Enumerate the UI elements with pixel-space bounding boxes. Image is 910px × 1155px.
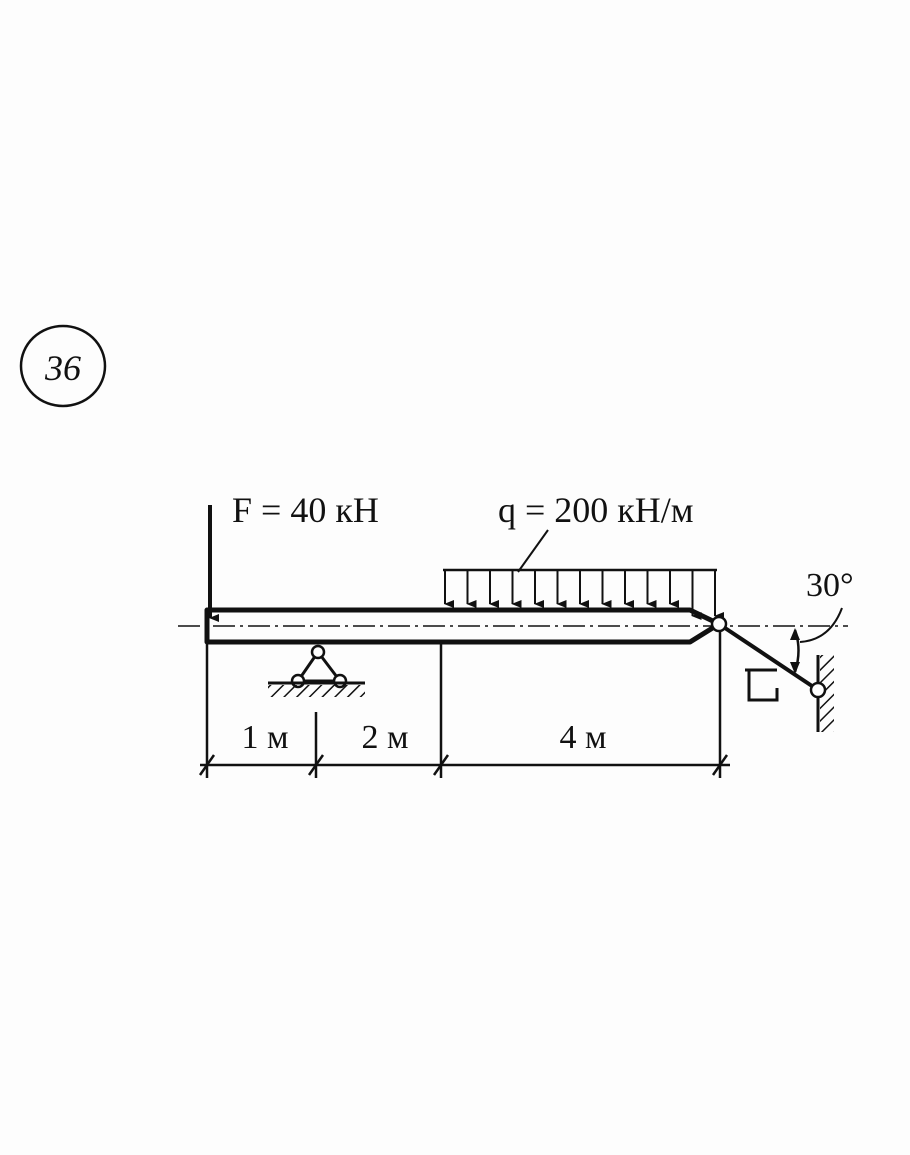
beam [204,607,722,645]
square-section-icon [745,668,779,702]
inclined-rod [717,622,820,692]
pin-support [268,644,365,697]
dimension-2: 2 м [361,719,408,756]
angle-label: 30° [806,567,854,604]
problem-number-badge: 36 [19,324,107,408]
dimension-3: 4 м [559,719,606,756]
angle-leader-line [799,607,843,643]
dimension-1: 1 м [241,719,288,756]
dimension-lines [198,632,730,778]
load-leader-line [517,529,549,573]
angle-arrows [790,628,800,674]
problem-number: 36 [44,348,81,388]
load-label: q = 200 кН/м [498,490,694,530]
force-label: F = 40 кН [232,490,379,530]
wall-support [809,655,834,732]
distributed-load [443,568,724,620]
hinge [710,615,728,633]
